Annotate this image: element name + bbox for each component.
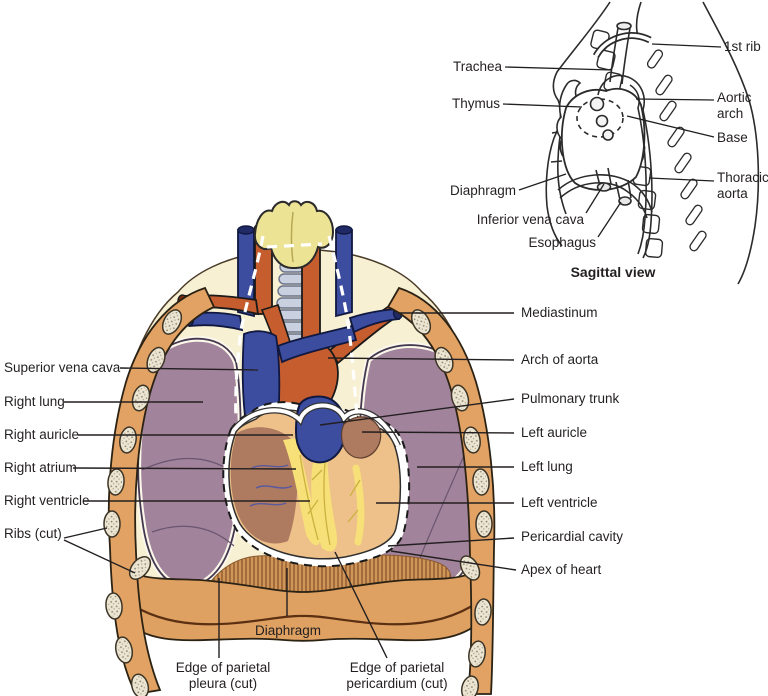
cardiac-veins — [249, 464, 293, 507]
label-left-auricle: Left auricle — [521, 425, 588, 440]
label-thoracic-aorta: Thoracic aorta — [717, 170, 768, 201]
anterior-view-illustration — [63, 200, 517, 696]
sagittal-view-illustration — [502, 1, 760, 285]
label-right-lung: Right lung — [4, 394, 65, 409]
heart-base-dashed — [576, 98, 624, 138]
label-superior-vena-cava: Superior vena cava — [4, 360, 121, 375]
label-esophagus: Esophagus — [528, 235, 596, 250]
label-edge-parietal-pleura: Edge of parietal pleura (cut) — [175, 660, 271, 691]
superior-vena-cava — [241, 330, 281, 425]
label-left-lung: Left lung — [521, 459, 573, 474]
label-inferior-vena-cava: Inferior vena cava — [476, 212, 584, 227]
venous-trunks — [183, 306, 404, 425]
sagittal-diaphragm — [557, 174, 653, 219]
right-atrium — [230, 427, 298, 544]
label-pericardial-cavity: Pericardial cavity — [521, 529, 624, 544]
label-base: Base — [717, 130, 748, 145]
label-aortic-arch: Aortic arch — [717, 90, 752, 121]
label-diaphragm-sagittal: Diaphragm — [449, 183, 516, 198]
left-auricle — [341, 416, 382, 459]
leader-lines-anterior — [63, 312, 517, 659]
label-mediastinum: Mediastinum — [521, 305, 598, 320]
label-left-ventricle: Left ventricle — [521, 495, 598, 510]
label-pulmonary-trunk: Pulmonary trunk — [521, 391, 620, 406]
label-right-ventricle: Right ventricle — [4, 493, 90, 508]
label-edge-parietal-pericardium: Edge of parietal pericardium (cut) — [346, 660, 448, 691]
label-arch-of-aorta: Arch of aorta — [521, 352, 599, 367]
sagittal-trachea — [609, 21, 632, 85]
label-diaphragm-anterior: Diaphragm — [254, 623, 322, 638]
right-lung — [135, 335, 244, 590]
label-apex-of-heart: Apex of heart — [521, 562, 602, 577]
thyroid-gland — [253, 200, 335, 269]
label-right-auricle: Right auricle — [4, 427, 80, 442]
pericardial-cavity-dashed-line — [222, 401, 411, 568]
sagittal-ivc-esophagus — [595, 167, 632, 206]
sagittal-heart — [561, 87, 646, 191]
label-thymus: Thymus — [451, 96, 500, 111]
label-right-atrium: Right atrium — [4, 460, 77, 475]
sagittal-view-caption: Sagittal view — [570, 264, 656, 280]
mediastinum-dashed-lines — [234, 235, 359, 421]
leader-lines-sagittal — [502, 43, 722, 238]
sagittal-aorta — [597, 74, 653, 259]
label-ribs-cut: Ribs (cut) — [4, 526, 62, 541]
heart — [228, 395, 402, 560]
posterior-ribs — [646, 49, 707, 252]
label-trachea: Trachea — [452, 59, 502, 74]
label-1st-rib: 1st rib — [724, 39, 761, 54]
